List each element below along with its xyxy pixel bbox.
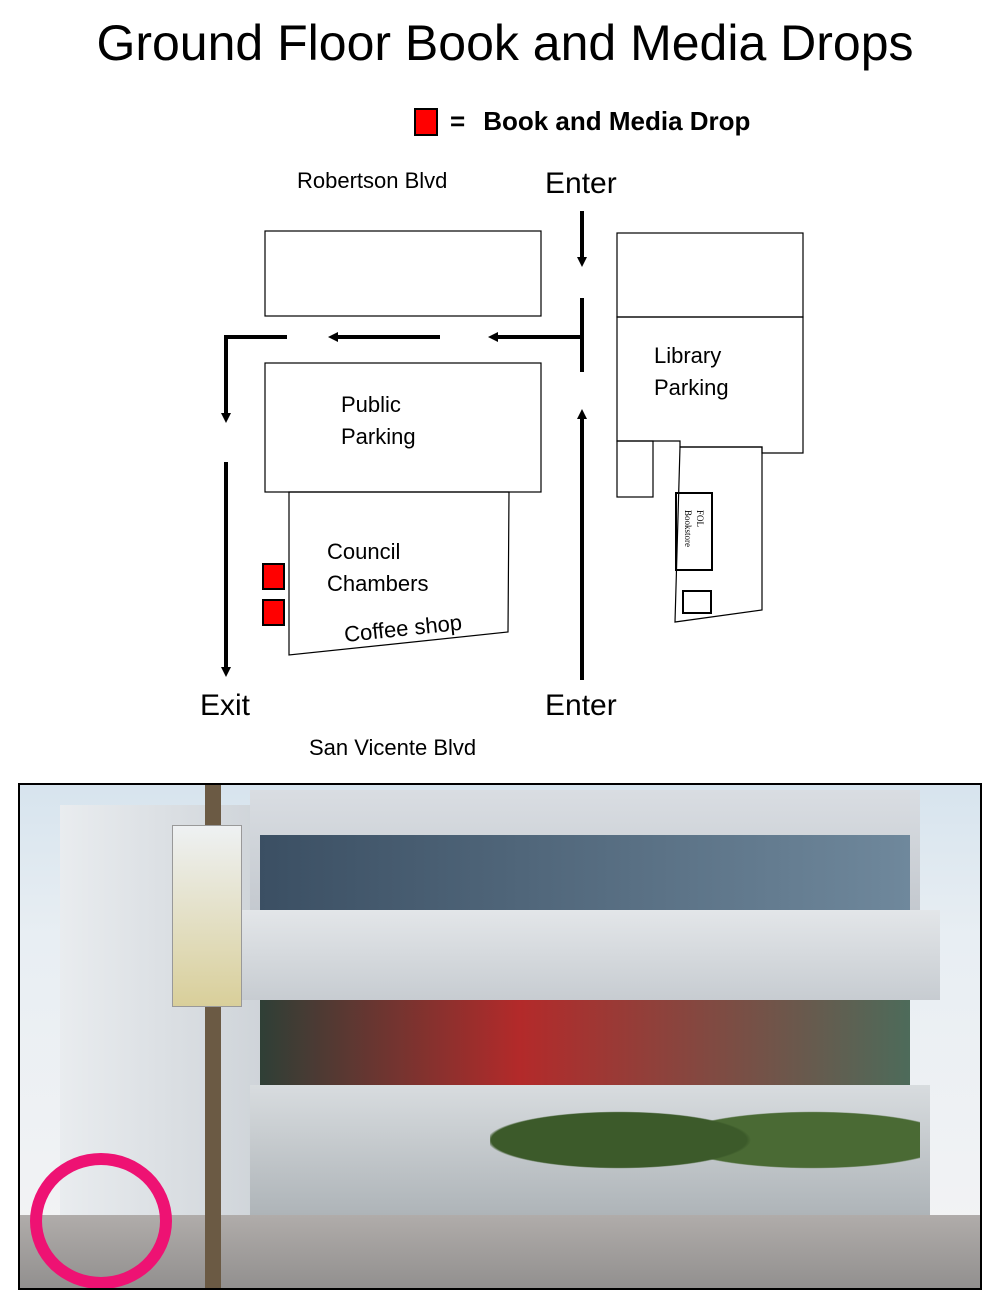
drop-symbol-icon — [414, 107, 438, 136]
legend-equals: = — [450, 106, 466, 136]
street-robertson: Robertson Blvd — [297, 168, 448, 193]
library-parking-label-2: Parking — [654, 375, 729, 400]
enter-bottom-label: Enter — [545, 689, 617, 722]
small-box — [682, 590, 712, 614]
library-building-photo — [18, 783, 982, 1290]
glass-band-upper — [260, 835, 910, 910]
bookstore-label-1: FOL — [695, 510, 705, 527]
legend-label: Book and Media Drop — [483, 106, 751, 136]
public-parking-label-2: Parking — [341, 424, 416, 449]
fol-bookstore-box — [675, 492, 713, 571]
council-label-1: Council — [327, 539, 401, 564]
book-drop-highlight-circle — [30, 1153, 172, 1288]
library-parking-upper — [616, 232, 804, 318]
book-drop-2 — [262, 599, 285, 626]
street — [20, 1215, 980, 1288]
street-san-vicente: San Vicente Blvd — [309, 735, 477, 760]
top-building — [264, 230, 542, 317]
public-parking-label-1: Public — [341, 392, 401, 417]
page-title: Ground Floor Book and Media Drops — [96, 15, 914, 71]
building-middle-band — [240, 910, 940, 1000]
small-building — [616, 440, 654, 498]
coffee-shop-label: Coffee shop — [343, 610, 463, 647]
exit-label: Exit — [200, 689, 251, 722]
council-chambers-block — [288, 491, 510, 656]
council-label-2: Chambers — [327, 571, 429, 596]
enter-top-label: Enter — [545, 167, 617, 200]
arrow-turn-south — [221, 335, 287, 423]
book-drop-1 — [262, 563, 285, 590]
trees — [490, 1075, 920, 1205]
cityline-sign — [172, 825, 242, 1007]
floor-map: FOL Bookstore Coffee shop — [221, 211, 804, 680]
bookstore-label-2: Bookstore — [683, 510, 693, 547]
legend: = Book and Media Drop — [414, 106, 750, 137]
library-parking-label-1: Library — [654, 343, 722, 368]
